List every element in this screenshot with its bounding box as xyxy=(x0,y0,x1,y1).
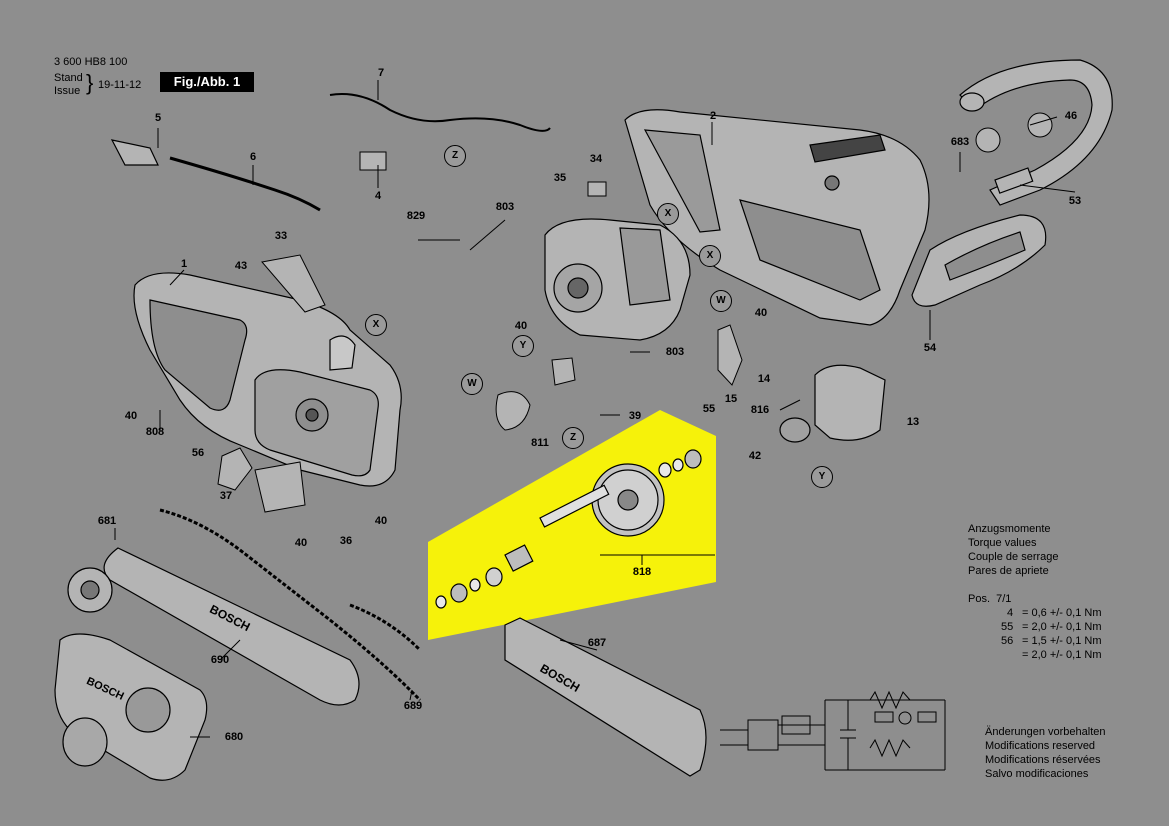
part-label: 13 xyxy=(906,416,920,428)
modifications-fr: Modifications réservées xyxy=(985,754,1101,766)
motor-assembly xyxy=(544,218,691,341)
part-label: 818 xyxy=(632,566,652,578)
torque-row: Pos. 7/1 = 0,6 +/- 0,1 Nm xyxy=(968,578,1101,619)
part-label: 683 xyxy=(950,136,970,148)
figure-label: Fig./Abb. 1 xyxy=(160,72,254,92)
torque-title-de: Anzugsmomente xyxy=(968,523,1051,535)
handguard xyxy=(911,214,1047,307)
part-label: 40 xyxy=(124,410,138,422)
part-label: 803 xyxy=(665,346,685,358)
torque-pos: 55 xyxy=(1001,621,1014,633)
torque-row: 56 = 2,0 +/- 0,1 Nm xyxy=(968,620,1101,661)
torque-row: 55 = 1,5 +/- 0,1 Nm xyxy=(968,606,1101,647)
torque-title-fr: Couple de serrage xyxy=(968,551,1059,563)
part-label: 7 xyxy=(377,67,385,79)
chain-cover xyxy=(504,617,707,777)
guide-bar xyxy=(103,547,360,706)
part-label: 811 xyxy=(531,437,549,449)
plug-5 xyxy=(110,139,159,166)
modifications-de: Änderungen vorbehalten xyxy=(985,726,1106,738)
part-label: 37 xyxy=(219,490,233,502)
part-label: 5 xyxy=(154,112,162,124)
part-label: 1 xyxy=(180,258,188,270)
modifications-notice: Änderungen vorbehalten Modifications res… xyxy=(985,725,1105,781)
torque-value: = 2,0 +/- 0,1 Nm xyxy=(1022,621,1102,633)
issue-label: Issue xyxy=(54,85,81,97)
torque-value: = 0,6 +/- 0,1 Nm xyxy=(1022,607,1102,619)
torque-title-en: Torque values xyxy=(968,537,1037,549)
torque-values: Anzugsmomente Torque values Couple de se… xyxy=(968,522,1101,661)
part-label: 40 xyxy=(754,307,768,319)
chain-tensioner xyxy=(67,567,113,613)
part-label: 803 xyxy=(495,201,515,213)
part-label: 39 xyxy=(628,410,642,422)
saw-chain-lower xyxy=(349,603,422,652)
view-marker: Z xyxy=(562,427,584,449)
issue-date: 19-11-12 xyxy=(98,79,142,91)
small-parts xyxy=(217,112,1053,513)
part-label: 43 xyxy=(234,260,248,272)
torque-pos: 4 xyxy=(1007,607,1014,619)
part-label: 687 xyxy=(587,637,607,649)
part-label: 2 xyxy=(709,110,717,122)
view-marker: Y xyxy=(512,335,534,357)
left-housing xyxy=(133,272,402,487)
saw-chain xyxy=(159,508,422,702)
view-marker: W xyxy=(461,373,483,395)
view-marker: Y xyxy=(811,466,833,488)
wiring-harness xyxy=(329,93,551,132)
part-label: 690 xyxy=(210,654,230,666)
part-label: 14 xyxy=(757,373,771,385)
modifications-en: Modifications reserved xyxy=(985,740,1096,752)
torque-value: = 2,0 +/- 0,1 Nm xyxy=(1022,649,1102,661)
part-label: 816 xyxy=(750,404,770,416)
part-label: 56 xyxy=(191,447,205,459)
view-marker: X xyxy=(657,203,679,225)
part-label: 829 xyxy=(406,210,426,222)
modifications-es: Salvo modificaciones xyxy=(985,768,1089,780)
view-marker: X xyxy=(365,314,387,336)
part-label: 681 xyxy=(97,515,117,527)
part-label: 4 xyxy=(374,190,382,202)
capacitor xyxy=(779,364,886,443)
right-housing xyxy=(624,109,930,326)
stand-label: Stand xyxy=(54,72,83,84)
torque-pos: 56 xyxy=(1001,635,1014,647)
power-cable xyxy=(169,156,321,212)
leader-lines xyxy=(114,80,1076,738)
part-label: 15 xyxy=(724,393,738,405)
part-label: 46 xyxy=(1064,110,1078,122)
gear-assembly xyxy=(435,449,702,609)
part-label: 36 xyxy=(339,535,353,547)
part-label: 54 xyxy=(923,342,937,354)
wiring-schematic xyxy=(720,690,946,771)
view-marker: Z xyxy=(444,145,466,167)
torque-row: 4 = 2,0 +/- 0,1 Nm xyxy=(968,592,1101,633)
front-handle xyxy=(959,59,1113,206)
part-label: 6 xyxy=(249,151,257,163)
brace: } xyxy=(86,70,94,95)
part-label: 55 xyxy=(702,403,716,415)
part-label: 34 xyxy=(589,153,603,165)
torque-pos: Pos. 7/1 xyxy=(968,593,1012,605)
part-label: 33 xyxy=(274,230,288,242)
part-label: 40 xyxy=(514,320,528,332)
part-label: 40 xyxy=(374,515,388,527)
torque-value: = 1,5 +/- 0,1 Nm xyxy=(1022,635,1102,647)
doc-number: 3 600 HB8 100 xyxy=(54,56,128,68)
sprocket-cover xyxy=(54,633,208,781)
torque-title-es: Pares de apriete xyxy=(968,565,1049,577)
part-label: 42 xyxy=(748,450,762,462)
part-label: 35 xyxy=(553,172,567,184)
view-marker: W xyxy=(710,290,732,312)
view-marker: X xyxy=(699,245,721,267)
part-label: 808 xyxy=(145,426,165,438)
part-label: 53 xyxy=(1068,195,1082,207)
part-label: 40 xyxy=(294,537,308,549)
part-label: 680 xyxy=(224,731,244,743)
part-label: 689 xyxy=(403,700,423,712)
